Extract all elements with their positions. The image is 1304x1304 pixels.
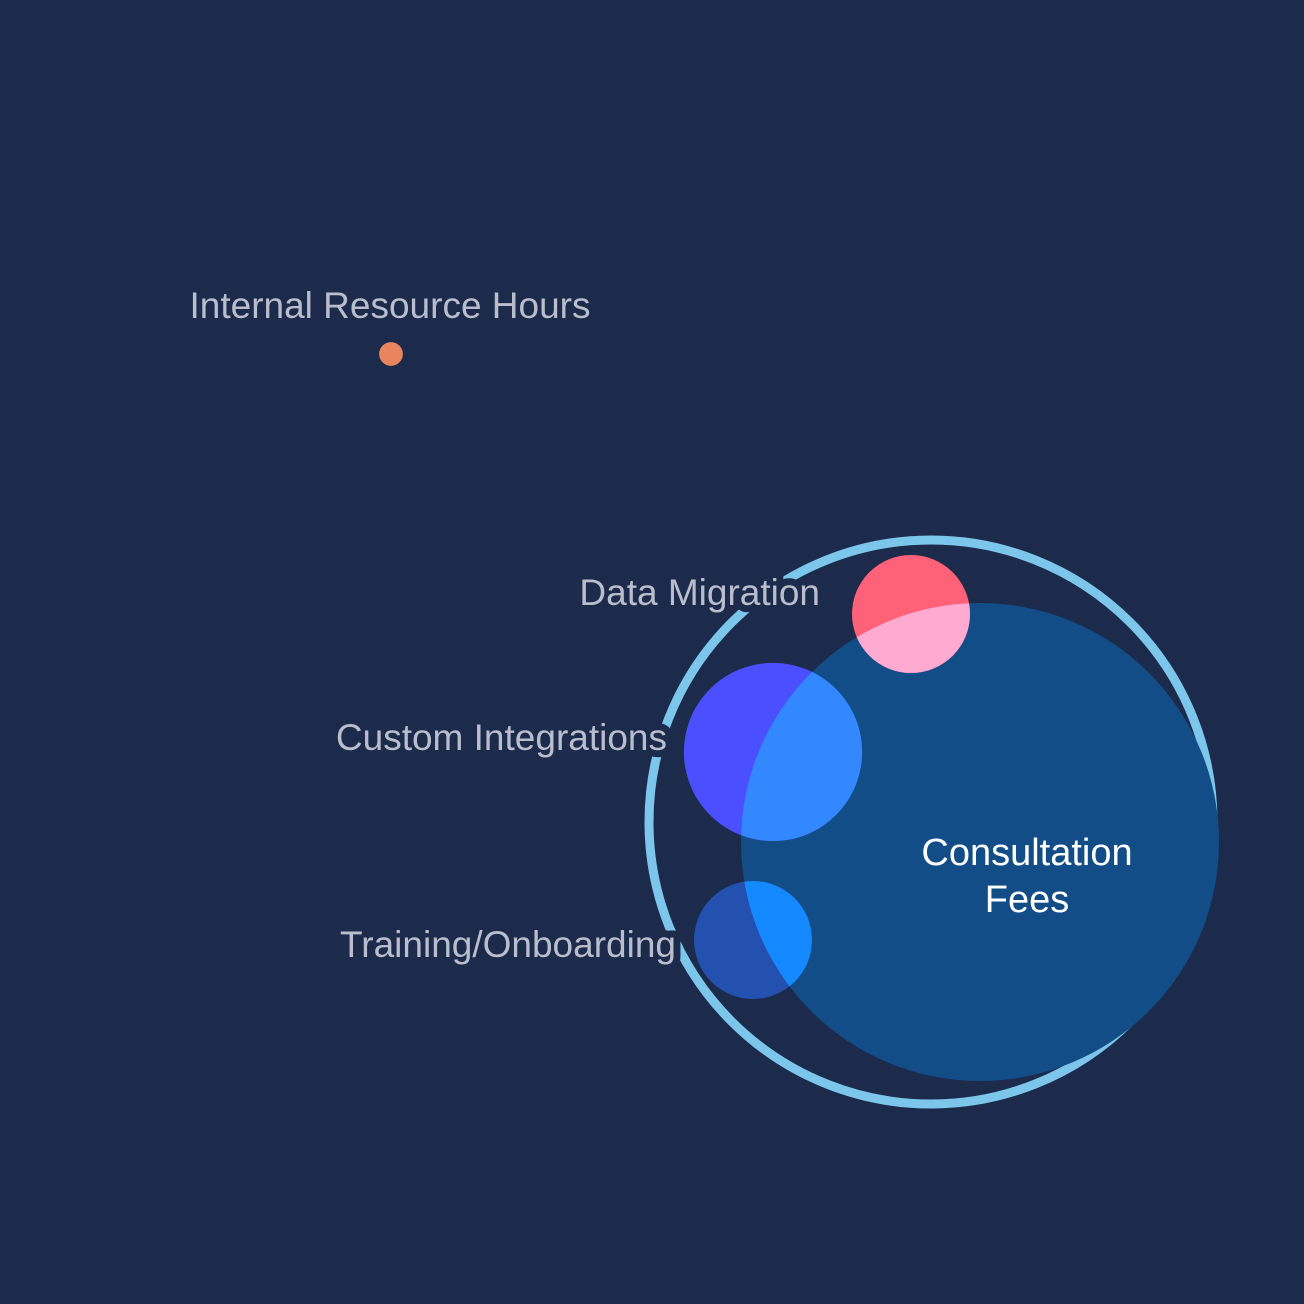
bubble-label-internal-resource-hours: Internal Resource Hours	[189, 285, 590, 326]
bubble-label-custom-integrations: Custom Integrations	[336, 717, 667, 758]
bubble-label-data-migration: Data Migration	[579, 572, 820, 613]
bubble-consultation-fees[interactable]	[741, 603, 1219, 1081]
bubble-overlap-data-migration	[852, 603, 970, 673]
bubble-label-training-onboarding: Training/Onboarding	[340, 924, 676, 965]
bubble-overlap-custom-integrations	[741, 662, 863, 842]
bubble-internal-resource-hours[interactable]	[379, 342, 403, 366]
